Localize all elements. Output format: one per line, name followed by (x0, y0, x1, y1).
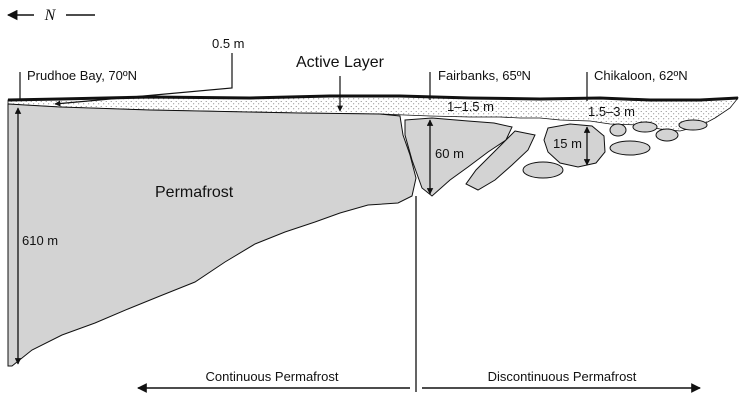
permafrost-lens-6 (609, 123, 627, 137)
continuous-zone-label: Continuous Permafrost (206, 369, 339, 384)
fairbanks-label: Fairbanks, 65ºN (438, 68, 531, 83)
chikaloon-label: Chikaloon, 62ºN (594, 68, 688, 83)
permafrost-label: Permafrost (155, 184, 234, 201)
permafrost-lens-2 (465, 130, 536, 191)
prudhoe-active-leader (54, 53, 233, 107)
permafrost-lens-8 (655, 128, 679, 142)
north-indicator: N (6, 7, 95, 24)
fairbanks-depth-label: 60 m (435, 146, 464, 161)
prudhoe-active-thickness-label: 0.5 m (212, 36, 245, 51)
fairbanks-active-thickness-label: 1–1.5 m (447, 99, 494, 114)
permafrost-lens-9 (678, 119, 708, 131)
permafrost-lens-4 (522, 161, 564, 179)
active-layer-label: Active Layer (296, 54, 385, 71)
permafrost-lens-7 (632, 121, 658, 133)
north-label: N (44, 7, 57, 24)
discontinuous-zone-label: Discontinuous Permafrost (488, 369, 637, 384)
prudhoe-label: Prudhoe Bay, 70ºN (27, 68, 137, 83)
chikaloon-depth-label: 15 m (553, 136, 582, 151)
chikaloon-active-thickness-label: 1.5–3 m (588, 104, 635, 119)
permafrost-lens-5 (609, 140, 651, 156)
continuous-permafrost-body (7, 103, 417, 367)
prudhoe-depth-label: 610 m (22, 233, 58, 248)
